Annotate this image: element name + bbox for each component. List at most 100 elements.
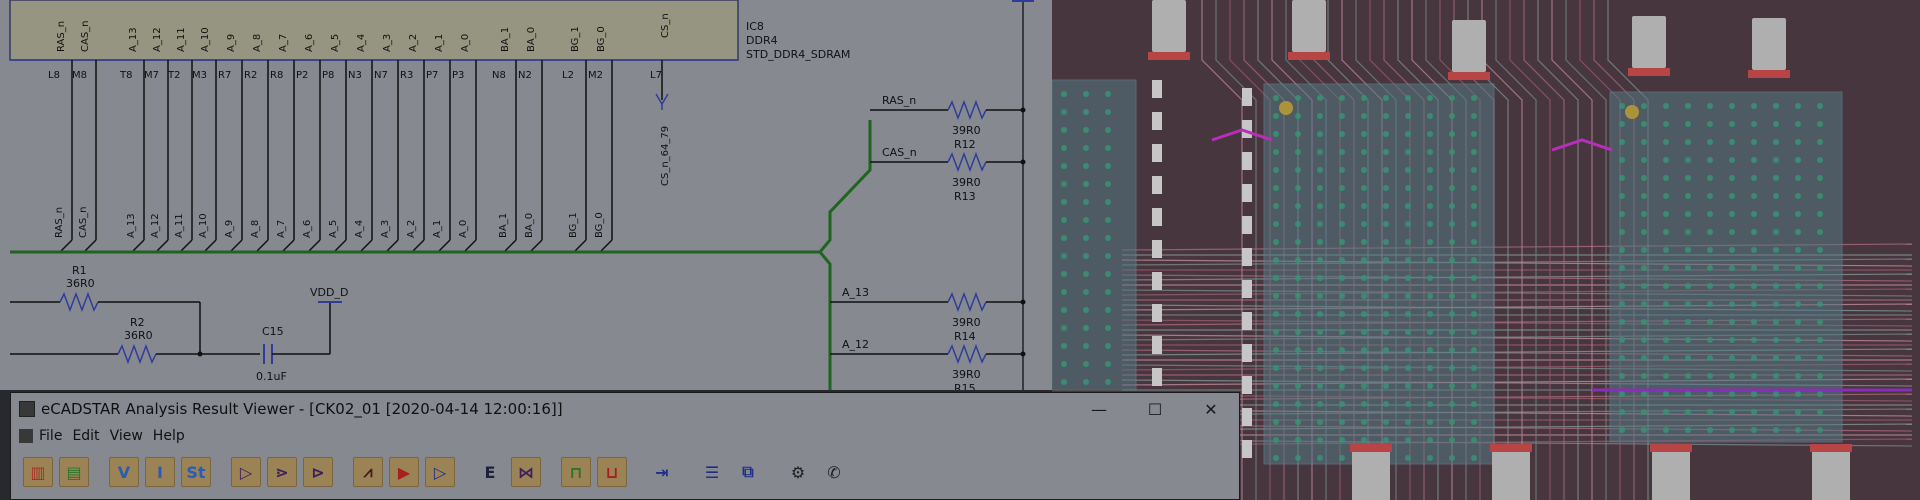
ic-pin-name: A_8	[252, 34, 263, 52]
toolbar-driver-blue-icon[interactable]: ▷	[425, 457, 455, 487]
ic-pin-name: A_12	[152, 27, 163, 52]
ic-pin-number: R2	[244, 70, 257, 81]
toolbar-call-icon[interactable]: ✆	[827, 462, 841, 482]
ic-pin-number: R8	[270, 70, 283, 81]
bus-net-label: RAS_n	[54, 207, 65, 238]
toolbar-buffer-probe-icon[interactable]: ⊳	[303, 457, 333, 487]
bus-net-label: A_4	[354, 220, 365, 238]
toolbar-bar-chart-icon[interactable]: ▥	[23, 457, 53, 487]
ic-body	[9, 0, 739, 61]
bus-net-label: A_8	[250, 220, 261, 238]
toolbar-resistor-icon[interactable]: ⩘	[353, 457, 383, 487]
toolbar-compare-icon[interactable]: ⋈	[511, 457, 541, 487]
toolbar-stack-icon[interactable]: ⧉	[742, 462, 754, 481]
bus-net-label: A_0	[458, 220, 469, 238]
resistor-ref: R15	[954, 382, 976, 390]
ic-pin-name: A_0	[460, 34, 471, 52]
ic-pin-number: R7	[218, 70, 231, 81]
bus-net-label: A_9	[224, 220, 235, 238]
bus-net-label: BA_0	[524, 213, 535, 238]
ic-pin-name: A_1	[434, 34, 445, 52]
resistor-ref: R14	[954, 330, 976, 343]
bus-net-label: BG_1	[568, 212, 579, 238]
resistor-r1-symbol	[59, 291, 99, 313]
schematic-drawing: IC8 DDR4 STD_DDR4_SDRAM RAS_nL8RAS_nCAS_…	[9, 0, 1034, 390]
ic-pin-number: M8	[72, 70, 87, 81]
r1-value: 36R0	[66, 277, 95, 290]
minimize-button[interactable]: —	[1091, 399, 1107, 419]
ic-pin-name: BA_0	[526, 27, 537, 52]
analysis-result-viewer-window[interactable]: eCADSTAR Analysis Result Viewer - [CK02_…	[10, 392, 1240, 500]
ic-type: DDR4	[746, 34, 778, 47]
resistor-symbol	[947, 99, 987, 121]
ic-pin-number: L2	[562, 70, 574, 81]
cs-pin-name: CS_n	[660, 13, 671, 38]
viewer-titlebar[interactable]: eCADSTAR Analysis Result Viewer - [CK02_…	[11, 393, 1239, 425]
menu-view[interactable]: View	[109, 428, 143, 444]
toolbar-pulse-green-icon[interactable]: ⊓	[561, 457, 591, 487]
ic-pin-number: P8	[322, 70, 334, 81]
cs-pin-number: L7	[650, 70, 662, 81]
resistor-ref: R12	[954, 138, 976, 151]
c15-ref: C15	[262, 325, 284, 338]
ic-pin-number: N8	[492, 70, 506, 81]
ic-pin-name: A_9	[226, 34, 237, 52]
bus-net-label: A_11	[174, 213, 185, 238]
toolbar-list-icon[interactable]: ☰	[704, 462, 720, 482]
pcb-drawing	[1052, 0, 1913, 500]
resistor-net-label: A_13	[842, 286, 869, 299]
ic-pin-name: CAS_n	[80, 20, 91, 52]
menu-help[interactable]: Help	[152, 428, 185, 444]
ic-pin-name: A_10	[200, 27, 211, 52]
bus-net-label: A_2	[406, 220, 417, 238]
ic-pin-name: A_3	[382, 34, 393, 52]
ic-pin-name: A_11	[176, 27, 187, 52]
c15-value: 0.1uF	[256, 370, 287, 383]
bus-net-label: CAS_n	[78, 206, 89, 238]
ic-pin-name: BA_1	[500, 27, 511, 52]
menu-edit[interactable]: Edit	[72, 428, 100, 444]
menu-bar: File Edit View Help	[11, 425, 1239, 447]
resistor-value: 39R0	[952, 316, 981, 329]
toolbar-freq-chart-icon[interactable]: ▤	[59, 457, 89, 487]
bus-net-label: A_5	[328, 220, 339, 238]
r2-ref: R2	[130, 316, 145, 329]
resistor-net-label: CAS_n	[882, 146, 917, 159]
resistor-symbol	[947, 151, 987, 173]
toolbar-settings-icon[interactable]: ⚙	[790, 462, 806, 482]
toolbar-edge-icon[interactable]: E	[484, 462, 496, 482]
ic-pin-name: A_2	[408, 34, 419, 52]
r1-ref: R1	[72, 264, 87, 277]
toolbar-receiver-icon[interactable]: ⋗	[267, 457, 297, 487]
ic-part: STD_DDR4_SDRAM	[746, 48, 850, 61]
ic-ref: IC8	[746, 20, 764, 33]
bus-net-label: A_6	[302, 220, 313, 238]
toolbar-pulse-red-icon[interactable]: ⊔	[597, 457, 627, 487]
ic-pin-number: L8	[48, 70, 60, 81]
app-icon	[19, 401, 35, 417]
resistor-net-label: A_12	[842, 338, 869, 351]
maximize-button[interactable]: ☐	[1147, 399, 1163, 419]
resistor-r2-symbol	[117, 343, 157, 365]
cs-net-label: CS_n_64_79	[660, 126, 671, 186]
toolbar-driver-icon[interactable]: ▷	[231, 457, 261, 487]
bus-net-label: A_7	[276, 220, 287, 238]
toolbar-current-icon[interactable]: I	[145, 457, 175, 487]
ic-pin-name: RAS_n	[56, 21, 67, 52]
toolbar-voltage-icon[interactable]: V	[109, 457, 139, 487]
close-button[interactable]: ✕	[1204, 399, 1218, 419]
ic-pin-name: BG_0	[596, 26, 607, 52]
ic-pin-number: T2	[167, 70, 180, 81]
toolbar-driver-red-icon[interactable]: ▶	[389, 457, 419, 487]
resistor-value: 39R0	[952, 176, 981, 189]
toolbar-status-icon[interactable]: St	[181, 457, 211, 487]
toolbar-export-icon[interactable]: ⇥	[655, 462, 669, 482]
bus-net-label: A_12	[150, 213, 161, 238]
menu-file[interactable]: File	[39, 428, 63, 444]
ic-pin-name: A_7	[278, 34, 289, 52]
ic-pin-name: A_4	[356, 34, 367, 52]
bus-net-label: A_10	[198, 213, 209, 238]
window-title: eCADSTAR Analysis Result Viewer - [CK02_…	[41, 400, 563, 418]
